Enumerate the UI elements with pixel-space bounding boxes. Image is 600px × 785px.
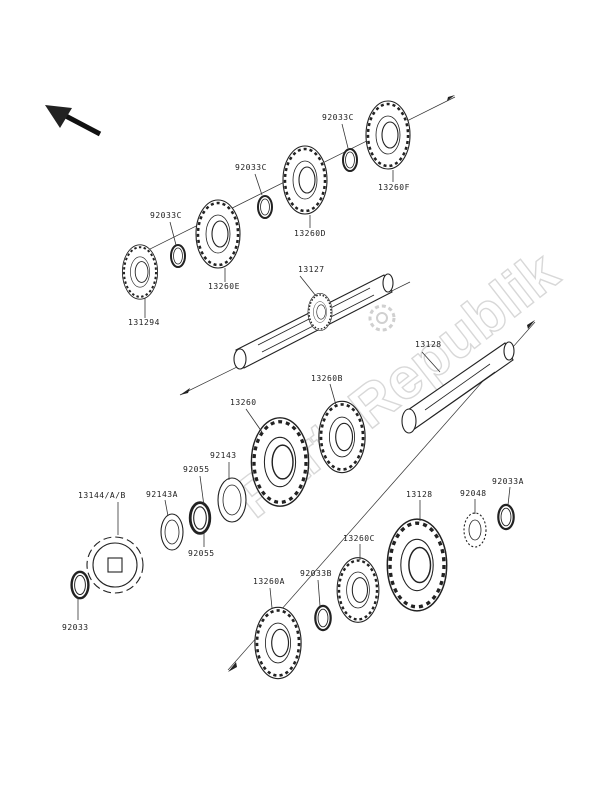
label-92033a: 92033A [492, 477, 524, 486]
label-92143a: 92143A [146, 490, 178, 499]
label-92055-top: 92055 [183, 465, 210, 474]
label-13260f: 13260F [378, 183, 410, 192]
label-92033c-left: 92033C [150, 211, 182, 220]
label-13144-a-b: 13144/A/B [78, 491, 126, 500]
label-92033b: 92033B [300, 569, 332, 578]
gear-13260c [335, 556, 381, 624]
part-labels: 92033C 13260F 92033C 13260D 92033C 13260… [62, 113, 524, 632]
gear-13260d [281, 144, 329, 216]
label-92033c-top: 92033C [322, 113, 354, 122]
label-92143: 92143 [210, 451, 237, 460]
label-13128-bottom: 13128 [406, 490, 433, 499]
ring-92055 [188, 501, 212, 535]
gear-13260e [194, 198, 242, 270]
gear-13260a [253, 605, 303, 681]
bush-92143 [217, 477, 247, 523]
gear-131294 [121, 243, 159, 301]
watermark-gear-icon [368, 304, 396, 332]
circlip-92033a [497, 503, 515, 531]
label-13127: 13127 [298, 265, 325, 274]
label-92055-bottom: 92055 [188, 549, 215, 558]
gear-13128 [385, 517, 449, 613]
label-92033: 92033 [62, 623, 89, 632]
bush-92143a [160, 513, 184, 551]
circlip-92033c-top [342, 148, 358, 172]
label-92033c-mid: 92033C [235, 163, 267, 172]
circlip-92033c-left [170, 244, 186, 268]
label-13260: 13260 [230, 398, 257, 407]
gear-13260b [317, 399, 367, 475]
circlip-92033c-mid [257, 195, 273, 219]
gear-13260 [249, 416, 311, 508]
gear-13260f [364, 99, 412, 171]
label-131294: 131294 [128, 318, 160, 327]
needle-bearing-92048 [463, 512, 487, 548]
label-13260c: 13260C [343, 534, 375, 543]
input-shaft-13127 [233, 273, 394, 370]
label-13260d: 13260D [294, 229, 326, 238]
label-92048: 92048 [460, 489, 487, 498]
front-direction-arrow-icon [45, 105, 102, 137]
label-13260e: 13260E [208, 282, 240, 291]
circlip-92033 [70, 570, 90, 600]
sprocket-13144 [86, 536, 144, 594]
leader-lines [77, 123, 511, 620]
label-13260a: 13260A [253, 577, 285, 586]
circlip-92033b [314, 604, 332, 632]
label-13260b: 13260B [311, 374, 343, 383]
output-shaft-13128 [401, 341, 515, 434]
label-13128-top: 13128 [415, 340, 442, 349]
